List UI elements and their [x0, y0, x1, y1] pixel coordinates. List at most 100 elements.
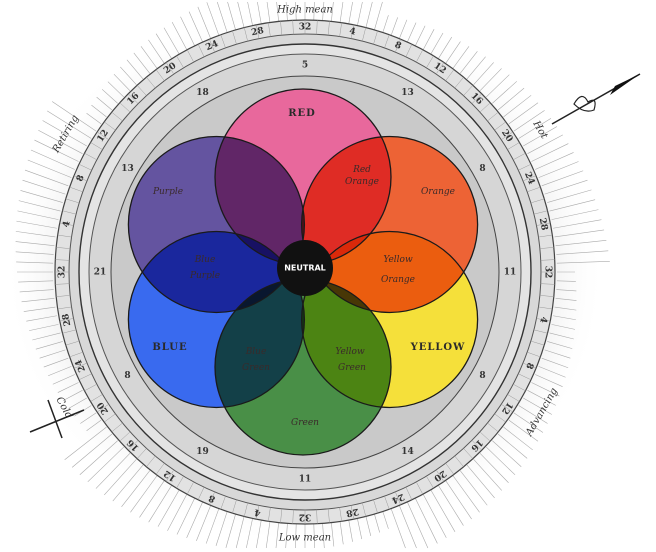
tick — [90, 394, 103, 402]
ray — [322, 1, 325, 21]
inner-scale-number: 19 — [196, 447, 209, 457]
ray — [16, 220, 57, 229]
tick — [350, 505, 355, 520]
ray — [247, 1, 253, 26]
tick — [96, 131, 109, 140]
ray — [466, 56, 486, 80]
tick — [487, 111, 499, 122]
tick — [536, 222, 551, 226]
ray — [492, 440, 522, 467]
hot-arrow-icon — [551, 73, 641, 125]
tick — [416, 481, 424, 495]
tick — [445, 69, 455, 81]
tick — [176, 476, 184, 489]
ray — [549, 332, 574, 340]
ray — [18, 280, 54, 283]
outer-scale-number: 8 — [75, 174, 87, 184]
label-blue-green-1: Blue — [245, 347, 267, 357]
tick — [136, 448, 147, 459]
ray — [313, 523, 315, 549]
ray — [357, 518, 363, 540]
cold-cross-icon — [29, 399, 85, 439]
ray — [407, 22, 417, 42]
ray — [556, 280, 576, 282]
tick — [416, 49, 424, 63]
inner-scale-number: 14 — [401, 447, 414, 457]
ray — [62, 390, 83, 401]
ray — [68, 397, 87, 409]
tick — [186, 49, 194, 63]
ray — [64, 426, 107, 461]
ray — [295, 523, 297, 549]
ray — [266, 1, 271, 23]
ray — [518, 118, 552, 139]
ray — [549, 199, 596, 212]
outer-scale-number: 4 — [348, 27, 356, 38]
ray — [22, 179, 66, 195]
tick — [220, 496, 226, 510]
ray — [508, 419, 539, 442]
label-blue-green-2: Green — [242, 363, 270, 373]
tick — [373, 30, 378, 45]
tick — [522, 175, 537, 182]
ray — [86, 113, 102, 125]
ray — [551, 324, 576, 330]
tick — [362, 27, 366, 42]
outer-scale-number: 24 — [522, 171, 536, 186]
tick — [268, 507, 271, 522]
ray — [527, 134, 563, 154]
ray — [390, 17, 398, 36]
ray — [339, 521, 344, 545]
ray — [19, 289, 54, 293]
ray — [486, 74, 510, 98]
tick — [69, 351, 83, 358]
tick — [316, 20, 318, 35]
outer-scale-number: 8 — [393, 40, 403, 52]
tick — [232, 499, 237, 514]
ray — [339, 1, 344, 23]
ray — [415, 25, 426, 46]
ray — [133, 52, 151, 74]
tick — [280, 21, 283, 36]
tick — [538, 306, 553, 310]
tick — [128, 440, 139, 451]
ray — [256, 520, 262, 549]
ray — [438, 36, 453, 59]
ray — [57, 382, 79, 393]
tick — [84, 152, 97, 161]
inner-scale-number: 13 — [401, 88, 414, 98]
ray — [556, 289, 577, 292]
ray — [452, 46, 470, 69]
tick — [405, 44, 413, 57]
tick — [155, 463, 165, 475]
tick — [56, 295, 71, 297]
outer-scale-number: 32 — [299, 512, 312, 522]
ray — [331, 522, 335, 547]
ray — [20, 190, 63, 203]
tick — [463, 448, 474, 459]
ray — [538, 161, 579, 178]
ray — [438, 485, 464, 526]
ray — [535, 152, 574, 170]
circle-outline — [300, 135, 479, 314]
inner-scale-number: 8 — [479, 164, 485, 174]
ray — [459, 470, 488, 506]
ray — [257, 1, 262, 24]
radiating-rays — [15, 1, 610, 549]
tick — [373, 499, 378, 514]
ray — [79, 440, 118, 475]
ray — [415, 498, 438, 544]
ray — [126, 59, 144, 80]
tick — [339, 22, 342, 37]
ray — [87, 446, 124, 483]
tick — [501, 404, 514, 413]
ray — [285, 1, 288, 21]
tick — [62, 210, 77, 215]
ray — [382, 15, 389, 33]
ray — [180, 16, 195, 46]
ray — [148, 485, 172, 523]
tick — [327, 508, 330, 523]
tick — [57, 234, 72, 238]
